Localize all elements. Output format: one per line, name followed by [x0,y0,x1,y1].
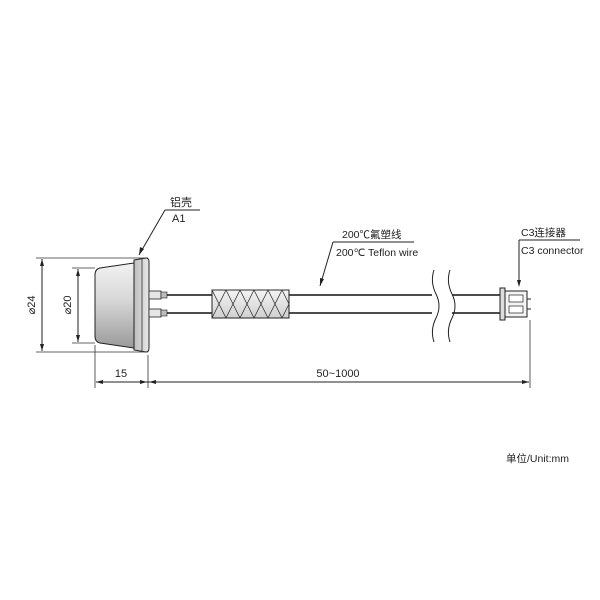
connector-label-en: C3 connector [521,245,584,257]
outer-diameter-label: ⌀24 [26,296,38,315]
teflon-wires [167,294,500,314]
leader-lines [138,209,580,287]
shell-label-code: A1 [172,213,185,225]
wire-length-label: 50~1000 [316,368,359,380]
inner-diameter-label: ⌀20 [62,296,74,315]
break-symbol [431,269,456,343]
braided-sleeve [211,289,290,319]
dimension-lines [36,257,531,388]
wire-label-en: 200℃ Teflon wire [336,247,418,259]
shell-label-cn: 铝壳 [170,195,192,209]
aluminium-shell [94,257,150,353]
c3-connector [499,287,531,321]
connector-label-cn: C3连接器 [521,226,566,239]
terminal-lugs [148,290,168,318]
wire-label-cn: 200℃氟塑线 [342,228,402,241]
unit-label: 单位/Unit:mm [506,452,569,465]
shell-length-label: 15 [115,368,127,380]
